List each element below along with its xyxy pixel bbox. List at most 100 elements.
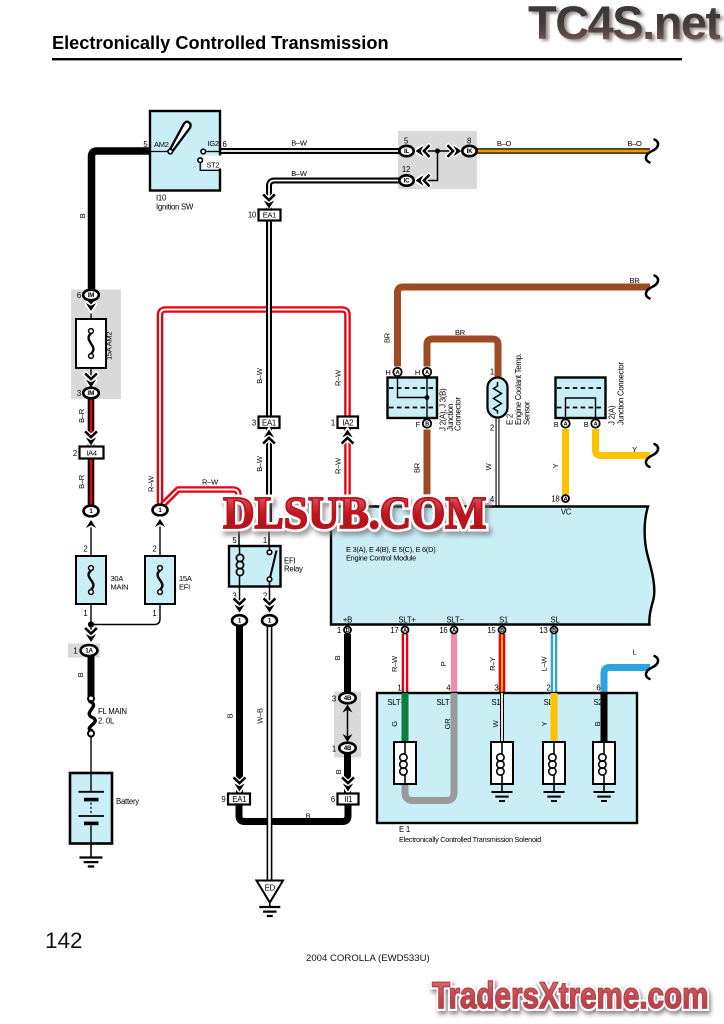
svg-text:A: A bbox=[396, 370, 400, 376]
svg-text:1A: 1A bbox=[85, 648, 93, 655]
svg-text:2: 2 bbox=[490, 424, 494, 433]
svg-text:R–W: R–W bbox=[334, 369, 343, 386]
svg-text:B–O: B–O bbox=[627, 139, 642, 148]
svg-text:15A: 15A bbox=[179, 574, 192, 583]
svg-text:A: A bbox=[564, 422, 568, 428]
svg-text:B: B bbox=[78, 213, 87, 218]
svg-text:GR: GR bbox=[443, 718, 452, 730]
svg-text:W–B: W–B bbox=[256, 708, 265, 724]
svg-text:Engine Coolant Temp.: Engine Coolant Temp. bbox=[514, 353, 523, 425]
svg-text:MAIN: MAIN bbox=[111, 583, 129, 592]
svg-text:BR: BR bbox=[455, 328, 466, 337]
svg-text:S1: S1 bbox=[491, 698, 500, 707]
svg-text:1: 1 bbox=[73, 647, 77, 656]
svg-text:S1: S1 bbox=[499, 616, 508, 625]
svg-text:J 2(A), J 3(B): J 2(A), J 3(B) bbox=[439, 388, 448, 431]
svg-text:5: 5 bbox=[404, 137, 409, 146]
svg-text:B: B bbox=[334, 769, 343, 774]
svg-text:B–W: B–W bbox=[255, 455, 264, 472]
svg-text:Electronically Controlled Tran: Electronically Controlled Transmission S… bbox=[399, 835, 541, 844]
svg-text:2: 2 bbox=[546, 684, 550, 693]
svg-text:SLT−: SLT− bbox=[446, 616, 464, 625]
svg-text:15A AM2: 15A AM2 bbox=[105, 332, 114, 360]
svg-text:H: H bbox=[415, 368, 420, 377]
svg-text:+B: +B bbox=[343, 616, 352, 625]
svg-text:E 3(A), E 4(B), E 5(C), E 6(D): E 3(A), E 4(B), E 5(C), E 6(D) bbox=[346, 545, 435, 554]
svg-text:A: A bbox=[452, 628, 456, 634]
svg-text:SLT+: SLT+ bbox=[387, 698, 405, 707]
svg-text:B: B bbox=[552, 628, 556, 634]
svg-text:B–W: B–W bbox=[291, 169, 308, 178]
svg-text:15: 15 bbox=[487, 626, 496, 635]
svg-text:2: 2 bbox=[83, 545, 87, 554]
svg-text:ED: ED bbox=[265, 884, 276, 893]
svg-text:3: 3 bbox=[252, 419, 256, 428]
svg-text:SL: SL bbox=[543, 698, 553, 707]
svg-text:IL: IL bbox=[404, 148, 409, 155]
svg-text:A: A bbox=[403, 628, 407, 634]
svg-text:W: W bbox=[491, 719, 500, 727]
svg-text:R–Y: R–Y bbox=[488, 657, 497, 671]
svg-text:A: A bbox=[594, 422, 598, 428]
svg-text:B: B bbox=[554, 420, 559, 429]
svg-text:1: 1 bbox=[490, 368, 494, 377]
svg-text:VC: VC bbox=[561, 508, 572, 517]
svg-text:5: 5 bbox=[232, 536, 237, 545]
svg-text:E 1: E 1 bbox=[399, 825, 410, 834]
svg-text:IC: IC bbox=[404, 178, 410, 185]
svg-text:Junction Connector: Junction Connector bbox=[617, 362, 626, 425]
svg-text:EA1: EA1 bbox=[232, 795, 246, 804]
svg-text:3: 3 bbox=[332, 695, 336, 704]
svg-text:SLT−: SLT− bbox=[436, 698, 454, 707]
svg-text:1: 1 bbox=[238, 618, 242, 625]
svg-text:G: G bbox=[390, 721, 399, 727]
svg-text:2: 2 bbox=[263, 592, 267, 601]
svg-text:L: L bbox=[633, 648, 637, 657]
svg-text:Junction: Junction bbox=[446, 404, 455, 431]
svg-text:6: 6 bbox=[596, 684, 600, 693]
svg-text:AM2: AM2 bbox=[154, 140, 169, 149]
svg-text:B: B bbox=[500, 628, 504, 634]
svg-text:17: 17 bbox=[390, 626, 398, 635]
svg-text:B: B bbox=[76, 672, 85, 677]
svg-text:A: A bbox=[425, 370, 429, 376]
svg-text:1: 1 bbox=[83, 609, 87, 618]
svg-text:4B: 4B bbox=[344, 745, 352, 752]
svg-text:16: 16 bbox=[439, 626, 447, 635]
svg-text:B: B bbox=[306, 812, 311, 821]
svg-text:B: B bbox=[333, 655, 342, 660]
svg-text:IA4: IA4 bbox=[86, 449, 97, 458]
svg-text:3: 3 bbox=[77, 389, 81, 398]
svg-text:R–W: R–W bbox=[147, 475, 156, 492]
svg-text:IK: IK bbox=[467, 148, 473, 155]
svg-text:SLT+: SLT+ bbox=[398, 616, 416, 625]
svg-text:2. 0L: 2. 0L bbox=[98, 717, 115, 726]
svg-text:B–W: B–W bbox=[255, 367, 264, 384]
svg-text:10: 10 bbox=[248, 211, 257, 220]
svg-text:R–W: R–W bbox=[334, 457, 343, 474]
svg-text:EFI: EFI bbox=[179, 583, 190, 592]
svg-text:B: B bbox=[425, 422, 429, 428]
svg-text:Engine Control Module: Engine Control Module bbox=[346, 554, 416, 563]
svg-text:1: 1 bbox=[337, 626, 341, 635]
svg-text:1: 1 bbox=[268, 618, 272, 625]
svg-text:5: 5 bbox=[143, 140, 148, 149]
svg-text:BR: BR bbox=[413, 462, 422, 473]
svg-text:1: 1 bbox=[263, 536, 267, 545]
svg-text:D: D bbox=[346, 628, 350, 634]
svg-text:B–O: B–O bbox=[497, 139, 512, 148]
svg-text:W: W bbox=[484, 462, 493, 470]
svg-text:4B: 4B bbox=[344, 695, 352, 702]
svg-text:Y: Y bbox=[632, 445, 637, 454]
svg-text:IM: IM bbox=[88, 390, 94, 397]
svg-text:3: 3 bbox=[494, 684, 498, 693]
svg-text:BR: BR bbox=[630, 276, 641, 285]
svg-text:6: 6 bbox=[77, 291, 81, 300]
svg-text:B–R: B–R bbox=[77, 408, 86, 423]
svg-text:18: 18 bbox=[551, 494, 559, 503]
svg-text:1: 1 bbox=[397, 684, 401, 693]
svg-text:IA2: IA2 bbox=[342, 419, 353, 428]
svg-text:H: H bbox=[385, 368, 390, 377]
svg-text:1: 1 bbox=[331, 419, 335, 428]
svg-text:FL MAIN: FL MAIN bbox=[98, 707, 127, 716]
